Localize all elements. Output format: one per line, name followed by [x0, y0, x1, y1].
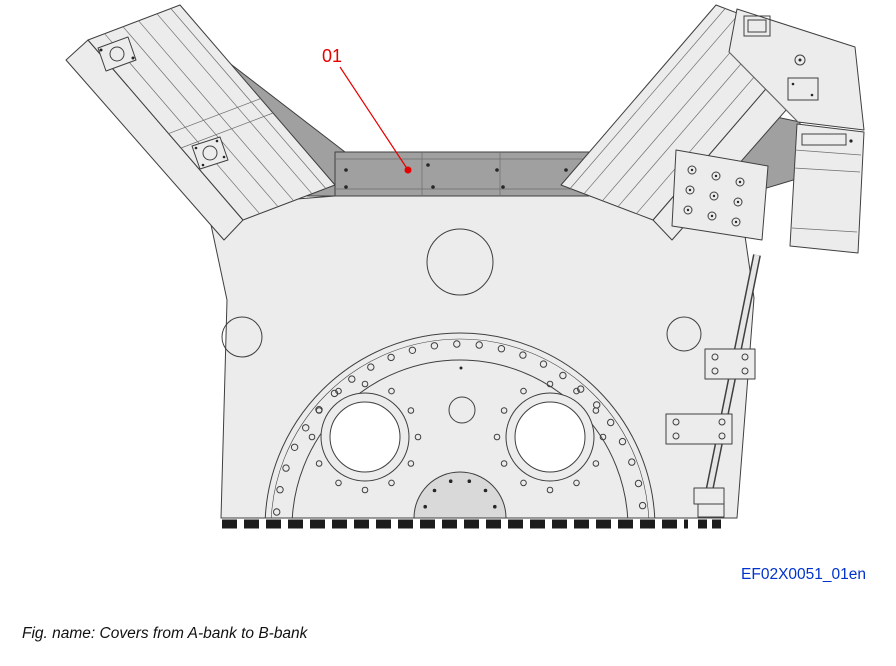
- b-bank-top-panel: [728, 8, 865, 131]
- right-hub-bolt-ring: [493, 380, 607, 494]
- pipe-foot: [697, 503, 725, 518]
- b-bank-vertical-panel: [789, 123, 865, 254]
- pipe-bracket-upper: [704, 348, 756, 380]
- a-bank-main-panel: [87, 4, 336, 221]
- b-bank-panels: [671, 8, 865, 254]
- flange-bolt-grid: [683, 165, 745, 227]
- figure-code: EF02X0051_01en: [741, 566, 866, 583]
- callout-target-dot: [404, 166, 412, 174]
- a-bank: [65, 4, 336, 241]
- callout-leader-line: [339, 66, 409, 171]
- side-pipe-and-brackets: [665, 254, 761, 518]
- left-hub-bolt-ring: [308, 380, 422, 494]
- pipe-bracket-lower: [665, 413, 733, 445]
- center-mark-dot: [459, 366, 463, 370]
- engine-block: [206, 195, 755, 529]
- right-bore-circle: [666, 316, 702, 352]
- b-bank-bolt-flange-plate: [671, 149, 769, 241]
- bottom-hub-segment: [413, 471, 507, 519]
- right-hub: [493, 380, 607, 494]
- top-bore-circle: [426, 228, 494, 296]
- callout-label: 01: [322, 46, 342, 66]
- left-bore-circle: [221, 316, 263, 358]
- bottom-hub-dots: [423, 479, 497, 509]
- callout-01: 01: [322, 46, 412, 174]
- flywheel-bolt-ring: [273, 340, 647, 516]
- figure-caption: Fig. name: Covers from A-bank to B-bank: [22, 625, 309, 642]
- a-bank-inspection-plate: [191, 136, 229, 170]
- left-hub: [308, 380, 422, 494]
- flywheel-housing: [264, 332, 656, 518]
- center-small-circle: [448, 396, 476, 424]
- a-bank-top-bracket: [97, 36, 137, 72]
- pipe-flange: [693, 487, 725, 505]
